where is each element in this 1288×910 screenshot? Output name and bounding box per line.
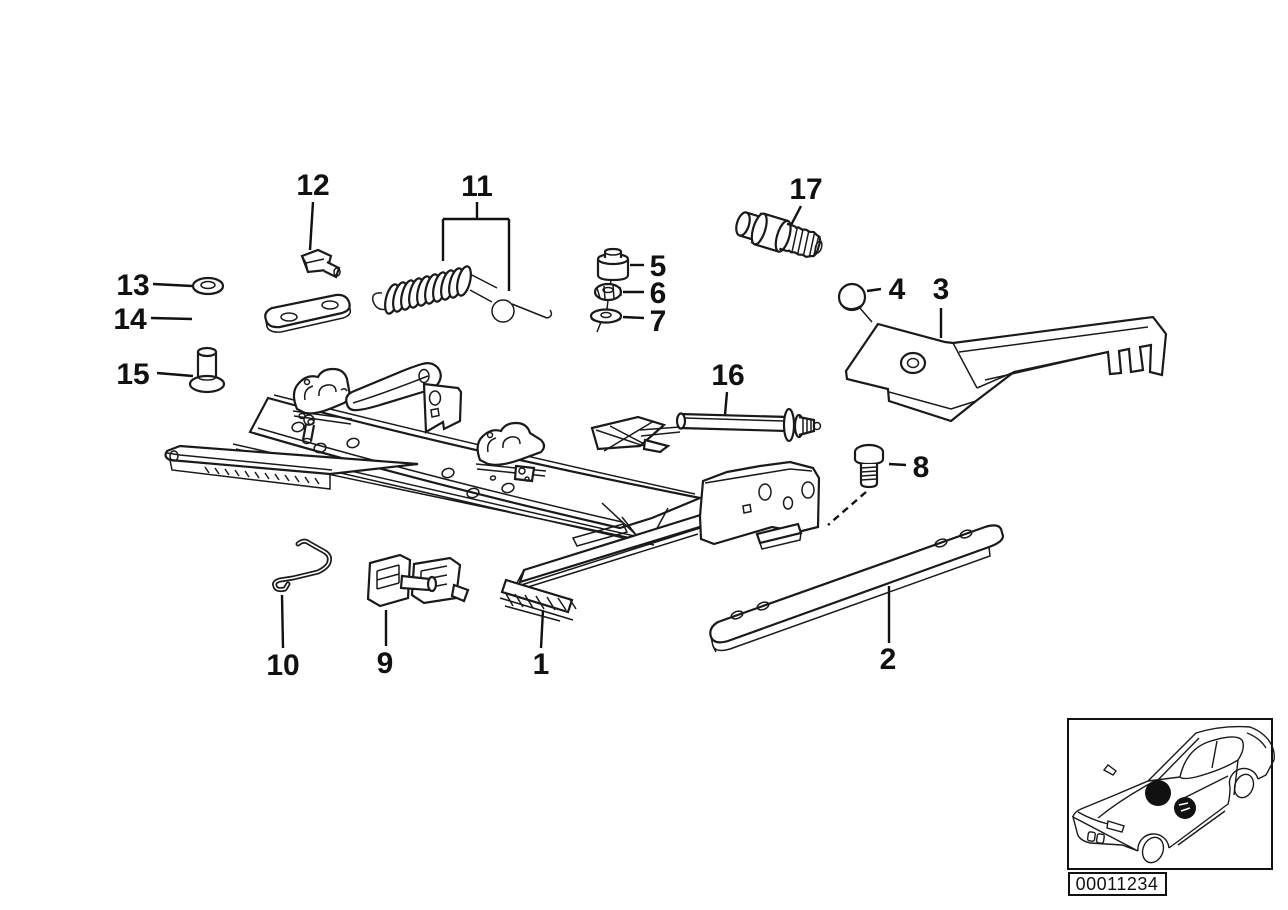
callout-2: 2 [880,643,897,676]
upper-rail-assembly [164,362,704,546]
seat-location-dot-1 [1145,780,1171,806]
part-10-wire [272,538,332,593]
lever-arm [345,362,463,434]
callout-14: 14 [113,303,147,336]
callout-12: 12 [296,169,329,202]
car-icon [1071,725,1275,864]
part-2-bar [709,524,1005,653]
part-13-washer [191,276,225,296]
part-3-bracket [844,315,1168,423]
lower-rail [499,460,821,622]
part-7-washer [589,299,623,333]
part-code: 00011234 [1076,874,1159,894]
part-code-box: 00011234 [1068,872,1167,896]
part-5-cap-nut [596,247,630,282]
part-11-spring [371,265,553,323]
part-14-plate [264,293,352,333]
part-16-strut [590,407,822,454]
callout-4: 4 [889,273,906,306]
part-15-bushing [188,346,226,394]
callout-labels: 1 2 3 4 5 6 7 8 9 10 11 12 13 14 15 16 1 [113,169,949,682]
callout-8: 8 [913,451,930,484]
part-17-sleeve [735,211,823,259]
callout-6: 6 [650,277,667,310]
left-latch [292,367,353,426]
callout-16: 16 [711,359,744,392]
seat-location-dot-2 [1174,797,1196,819]
callout-15: 15 [116,358,149,391]
pin [301,414,316,445]
part-8-bolt [827,443,885,526]
callout-9: 9 [377,647,394,680]
callout-11: 11 [461,170,493,203]
callout-5: 5 [650,250,667,283]
callout-1: 1 [533,648,550,681]
right-latch [475,421,547,483]
callout-10: 10 [266,649,299,682]
part-4-cap [837,282,873,323]
part-6-nut [593,280,623,302]
callout-17: 17 [789,173,822,206]
callout-7: 7 [650,305,667,338]
toothed-rack [164,444,419,490]
callout-3: 3 [933,273,950,306]
callout-13: 13 [116,269,149,302]
part-9-latch [366,553,470,608]
car-thumbnail [1067,718,1275,870]
part-12-clip-nut [300,248,341,279]
